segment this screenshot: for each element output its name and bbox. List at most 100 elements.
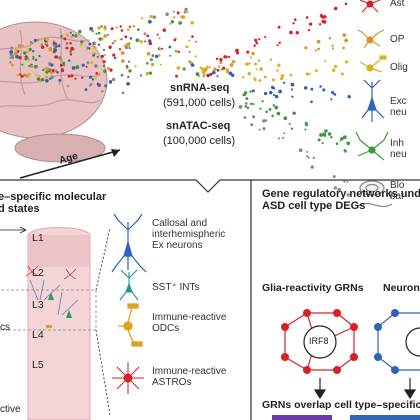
cell-dot — [59, 63, 63, 67]
cell-dot — [9, 56, 13, 59]
cell-dot — [98, 73, 101, 76]
cell-dot — [65, 33, 70, 37]
cell-dot — [34, 58, 38, 62]
cell-dot — [118, 48, 122, 51]
cell-dot — [74, 77, 77, 80]
cell-dot — [36, 38, 39, 42]
cell-dot — [248, 62, 251, 65]
cell-dot — [156, 33, 159, 36]
cell-dot — [110, 27, 114, 31]
cell-dot — [244, 105, 248, 108]
cell-dot — [304, 128, 307, 131]
cell-dot — [120, 38, 123, 41]
cell-dot — [330, 135, 333, 139]
cell-dot — [69, 31, 72, 34]
cell-dot — [310, 87, 314, 91]
cell-dot — [276, 111, 281, 116]
cell-dot — [269, 90, 273, 95]
cell-dot — [89, 26, 93, 31]
cell-dot — [216, 68, 220, 72]
cell-dot — [69, 50, 72, 53]
cell-dot — [283, 116, 288, 121]
left-title-line1: e–specific molecular — [0, 191, 107, 203]
hub-gene-label: IRF8 — [309, 336, 329, 346]
snrna-seq-label: snRNA-seq — [170, 82, 230, 94]
cell-dot — [342, 33, 347, 37]
cell-dot — [161, 47, 164, 50]
cell-dot — [288, 122, 291, 126]
down-arrows — [313, 378, 417, 400]
cell-dot — [32, 57, 35, 60]
cell-dot — [213, 71, 216, 75]
cell-dot — [88, 47, 91, 50]
cell-dot — [108, 80, 113, 84]
cell-dot — [97, 43, 101, 47]
cell-dot — [40, 77, 45, 82]
cell-dot — [70, 35, 73, 39]
cell-dot — [241, 75, 245, 79]
cell-dot — [258, 128, 261, 131]
celltype-label: Inh neu — [390, 138, 407, 161]
cell-dot — [71, 34, 75, 37]
cell-dot — [333, 93, 337, 96]
oligodendrocyte-icon — [359, 55, 387, 73]
cell-dot — [255, 67, 258, 71]
cell-dot — [69, 41, 72, 45]
cell-dot — [124, 45, 129, 50]
cell-dot — [252, 115, 256, 119]
cell-dot — [328, 37, 332, 40]
celltype-label: Ast — [390, 0, 405, 9]
cell-dot — [290, 82, 295, 87]
cell-dot — [48, 69, 52, 73]
cell-dot — [339, 139, 342, 142]
cell-dot — [314, 49, 317, 52]
cell-dot — [70, 74, 74, 78]
cell-dot — [113, 39, 117, 43]
cell-dot — [23, 73, 26, 77]
celltype-label: Blo bar — [390, 180, 405, 203]
cell-dot — [342, 135, 347, 140]
cell-dot — [120, 59, 125, 63]
left-panel-title: e–specific molecular d states — [0, 191, 106, 216]
cell-dot — [104, 84, 108, 88]
cell-dot — [324, 129, 328, 133]
cell-dot — [27, 72, 31, 76]
cortex-column — [0, 226, 111, 420]
cell-dot — [108, 45, 112, 49]
cell-dot — [228, 71, 233, 76]
legend-glyphs — [111, 213, 147, 394]
cell-dot — [98, 37, 102, 41]
cell-dot — [243, 116, 247, 119]
cell-dot — [152, 15, 157, 19]
cell-dot — [254, 62, 257, 66]
cell-dot — [305, 16, 309, 19]
cell-dot — [23, 51, 27, 55]
cell-dot — [292, 22, 295, 25]
cell-dot — [319, 133, 323, 137]
cell-dot — [231, 60, 236, 64]
cell-dot — [206, 73, 210, 78]
cell-dot — [314, 69, 318, 72]
cell-dot — [113, 56, 117, 60]
cell-dot — [135, 38, 140, 43]
cell-dot — [128, 47, 131, 50]
cell-dot — [65, 41, 69, 45]
cell-dot — [102, 60, 106, 64]
cell-dot — [340, 137, 344, 141]
cell-dot — [333, 64, 338, 69]
legend-label: Immune-reactive ODCs — [152, 312, 227, 335]
cell-dot — [293, 18, 297, 21]
cell-dot — [53, 44, 57, 48]
cell-dot — [74, 34, 78, 38]
glia-grn-title: Glia-reactivity GRNs — [262, 282, 364, 294]
cell-dot — [149, 58, 153, 62]
cell-dot — [321, 142, 324, 145]
cell-dot — [263, 75, 267, 79]
cell-dot — [126, 81, 130, 86]
cell-dot — [277, 137, 280, 140]
right-panel-title: Gene regulatory networks unde ASD cell t… — [262, 188, 420, 213]
cell-dot — [201, 69, 206, 74]
cell-dot — [343, 180, 346, 183]
cell-dot — [134, 65, 137, 68]
cell-dot — [292, 111, 296, 115]
